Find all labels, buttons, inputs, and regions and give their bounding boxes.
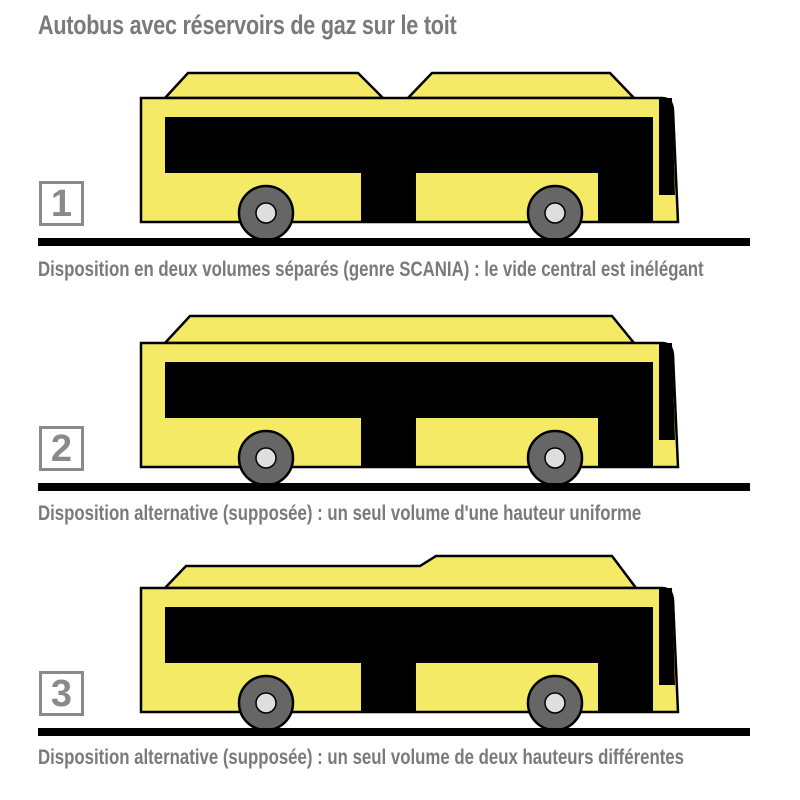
- bus-3: [139, 554, 680, 732]
- road-line-1: [38, 238, 750, 246]
- front-door: [598, 362, 653, 467]
- road-line-3: [38, 728, 750, 736]
- windshield: [659, 98, 675, 195]
- config-caption-2: Disposition alternative (supposée) : un …: [38, 502, 642, 525]
- config-caption-1: Disposition en deux volumes séparés (gen…: [38, 258, 704, 281]
- rear-wheel-hub: [255, 447, 277, 469]
- windshield: [659, 588, 675, 685]
- front-door: [598, 117, 653, 222]
- middle-door: [361, 607, 416, 712]
- road-line-2: [38, 483, 750, 491]
- middle-door: [361, 362, 416, 467]
- front-wheel-hub: [544, 447, 566, 469]
- config-number-3: 3: [39, 671, 84, 716]
- config-number-2: 2: [39, 426, 84, 471]
- windshield: [659, 343, 675, 440]
- front-wheel-hub: [544, 202, 566, 224]
- roof-tank-volume-front: [162, 71, 387, 100]
- front-door: [598, 607, 653, 712]
- config-caption-3: Disposition alternative (supposée) : un …: [38, 746, 684, 769]
- bus-1: [139, 71, 680, 242]
- middle-door: [361, 117, 416, 222]
- bus-2: [139, 314, 680, 487]
- roof-tank-volume: [162, 314, 637, 345]
- roof-tank-volume: [162, 554, 639, 590]
- rear-wheel-hub: [255, 202, 277, 224]
- rear-wheel-hub: [255, 692, 277, 714]
- roof-tank-volume-rear: [405, 71, 637, 100]
- page-title: Autobus avec réservoirs de gaz sur le to…: [38, 10, 457, 40]
- config-number-1: 1: [39, 181, 84, 226]
- front-wheel-hub: [544, 692, 566, 714]
